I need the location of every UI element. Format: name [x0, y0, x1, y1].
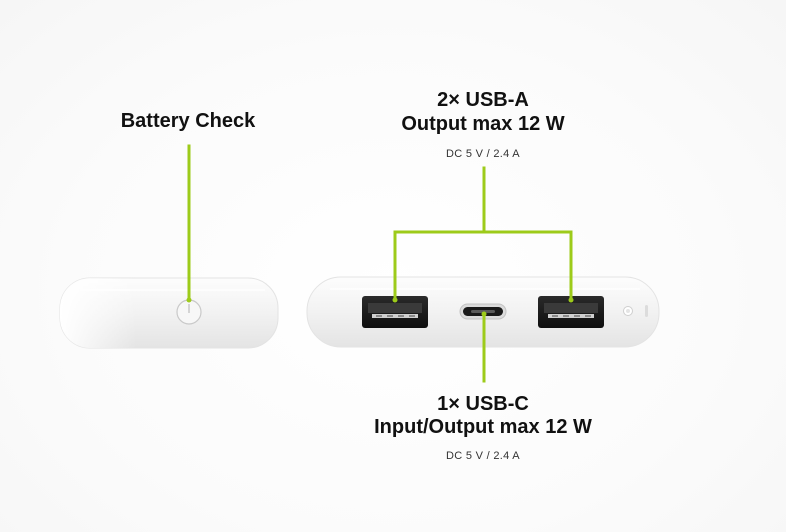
- usb-c-spec: DC 5 V / 2.4 A: [446, 450, 520, 462]
- led-indicator-icon: [623, 305, 648, 317]
- usb-a-count: 2× USB-A: [437, 89, 529, 111]
- usb-a-spec: DC 5 V / 2.4 A: [446, 148, 520, 160]
- usb-c-output: Input/Output max 12 W: [374, 416, 592, 438]
- usb-a-label: 2× USB-A Output max 12 W DC 5 V / 2.4 A: [343, 88, 623, 166]
- callout-lines: [187, 144, 573, 383]
- usb-c-port: [459, 303, 507, 320]
- powerbank-side-view: [59, 277, 279, 349]
- battery-check-button: [176, 299, 202, 325]
- usb-a-port-left: [362, 296, 428, 328]
- usb-c-count: 1× USB-C: [437, 393, 529, 415]
- battery-check-label: Battery Check: [88, 110, 288, 133]
- callout-endpoints: [186, 297, 574, 317]
- battery-check-title: Battery Check: [120, 110, 256, 132]
- usb-a-output: Output max 12 W: [401, 113, 565, 135]
- usb-a-port-right: [538, 296, 604, 328]
- usb-c-label: 1× USB-C Input/Output max 12 W DC 5 V / …: [330, 393, 636, 468]
